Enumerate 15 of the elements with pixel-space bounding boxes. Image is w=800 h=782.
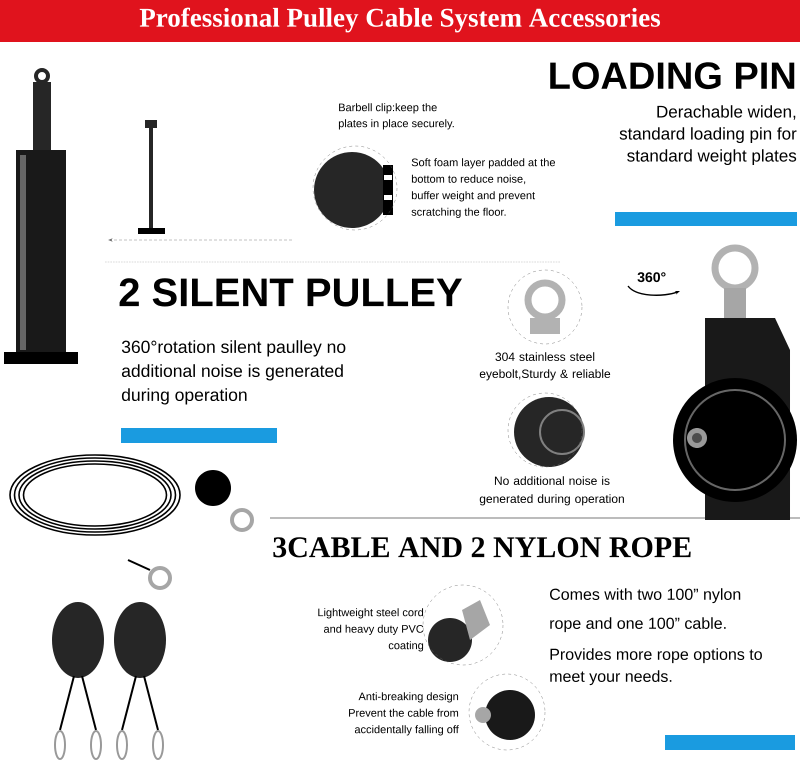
callout-text: Lightweight steel cord and heavy duty PVC coating <box>318 608 424 652</box>
callout-text: No additional noise is generated during operation <box>480 476 624 506</box>
section-heading: 2 SILENT PULLEY <box>120 278 462 307</box>
callout-text: Barbell clip:keep the plates in place securely. <box>338 103 454 130</box>
description-text: 360°rotation silent paulley no additional noise is generated during operation <box>122 340 346 405</box>
description-text: Derachable widen, standard loading pin for standard weight plates <box>620 105 796 166</box>
section-heading: 3CABLE AND 2 NYLON ROPE <box>273 537 691 558</box>
description-text: Comes with two 100” nylon rope and one 100” cable. <box>550 588 740 632</box>
callout-text: 304 stainless steel eyebolt,Sturdy & reliable <box>480 352 610 380</box>
section-heading: LOADING PIN <box>550 62 794 90</box>
rotation-label: 360° <box>638 272 666 282</box>
callout-text: Soft foam layer padded at the bottom to reduce noise, buffer weight and prevent scratching the floor. <box>412 158 556 218</box>
callout-text: Anti-breaking design Prevent the cable from accidentally falling off <box>349 692 459 736</box>
description-text: Provides more rope options to meet your needs. <box>550 648 762 686</box>
title-banner: Professional Pulley Cable System Accessories <box>0 0 800 42</box>
